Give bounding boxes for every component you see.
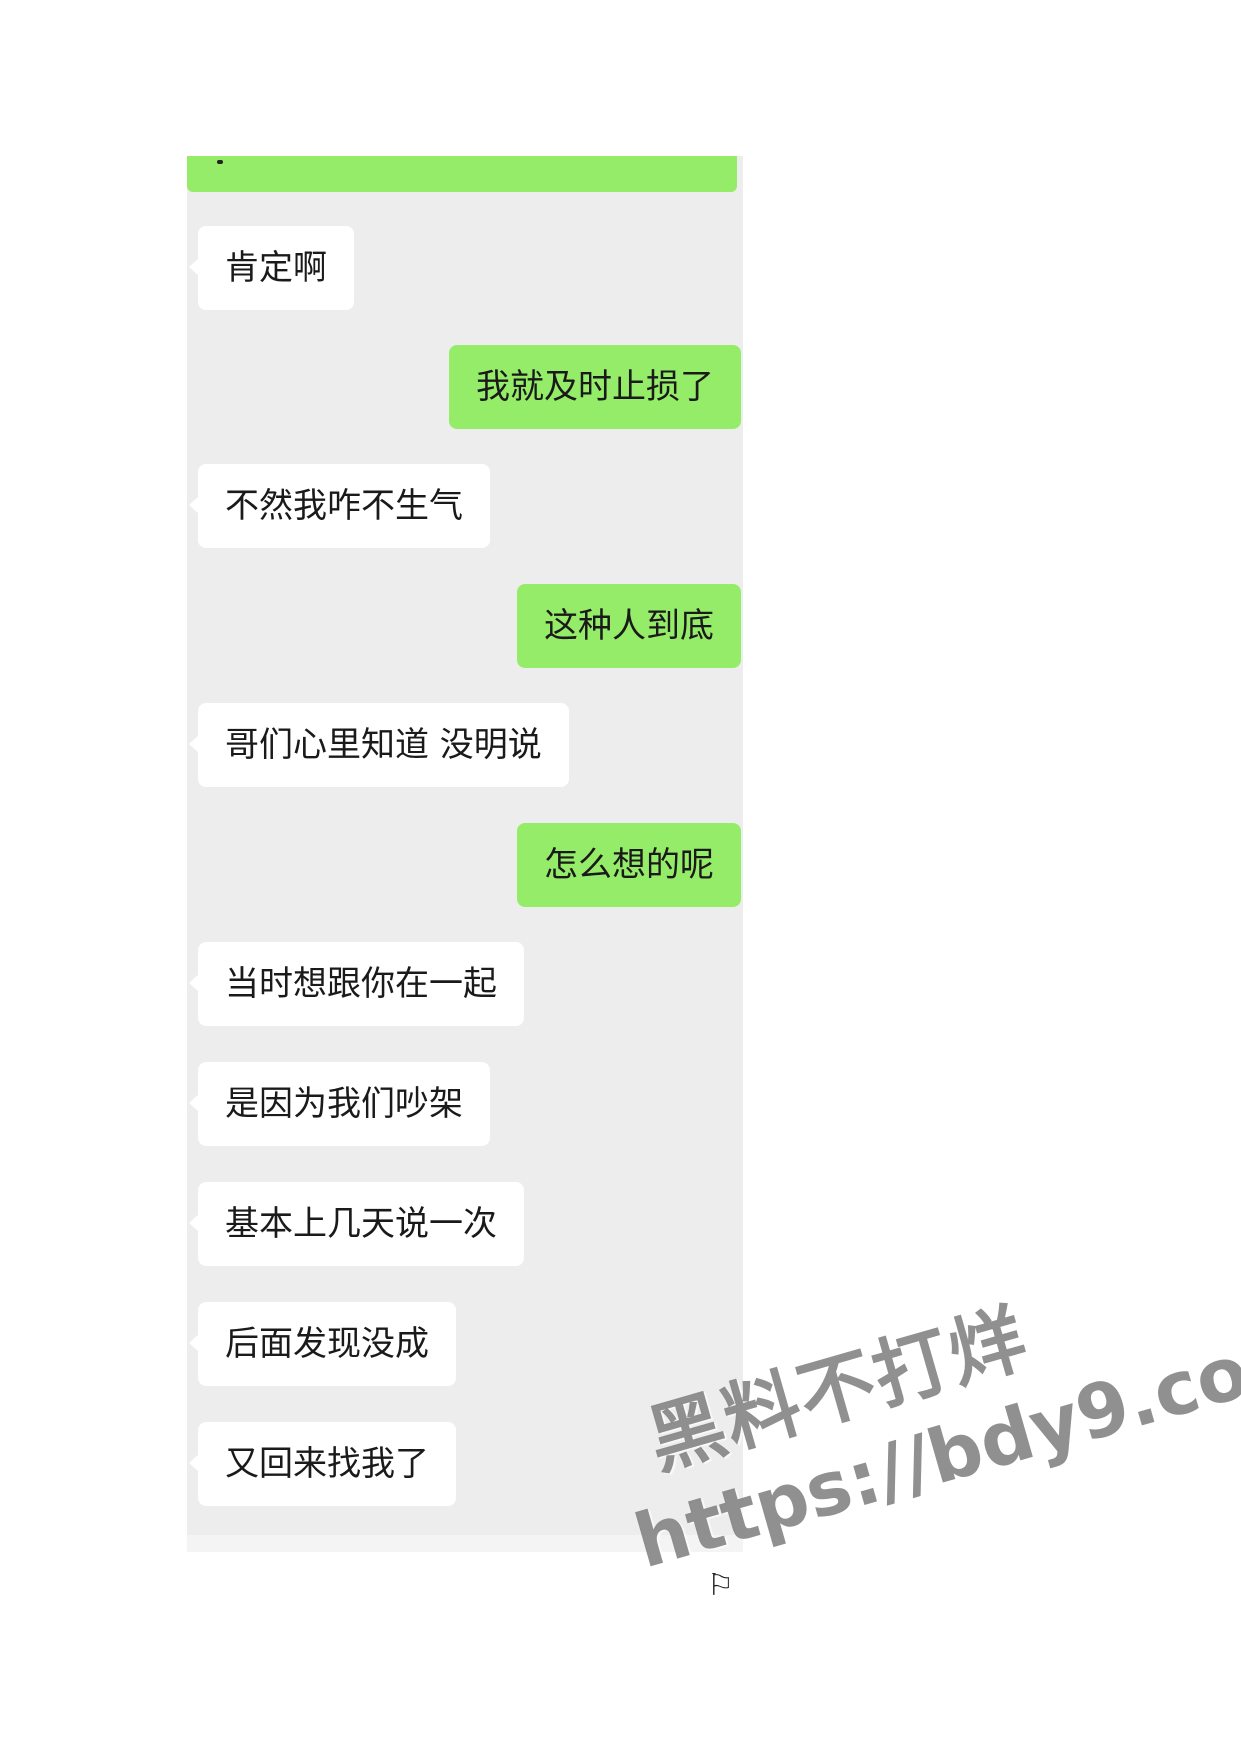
voice-icon[interactable]: ⚐	[707, 1568, 734, 1603]
message-bubble-incoming[interactable]: 基本上几天说一次	[189, 1182, 524, 1266]
message-text: 哥们心里知道 没明说	[225, 725, 542, 765]
message-text: 又回来找我了	[225, 1444, 429, 1484]
message-text: 是因为我们吵架	[225, 1084, 463, 1124]
message-text: 这种人到底	[544, 606, 714, 646]
message-text: 怎么想的呢	[544, 845, 714, 885]
message-text: 当时想跟你在一起	[225, 964, 497, 1004]
chat-panel[interactable]: 肯定啊 我就及时止损了 不然我咋不生气 这种人到底 哥们心里知道 没明说 怎么想…	[187, 156, 743, 1552]
cropped-text-fragment	[217, 160, 223, 164]
message-bubble-outgoing[interactable]: 我就及时止损了	[449, 345, 741, 429]
message-bubble-incoming[interactable]: 哥们心里知道 没明说	[189, 703, 569, 787]
message-bubble-incoming[interactable]: 当时想跟你在一起	[189, 942, 524, 1026]
input-bar-edge	[187, 1535, 743, 1552]
message-text: 我就及时止损了	[476, 367, 714, 407]
message-text: 后面发现没成	[225, 1324, 429, 1364]
message-bubble-incoming[interactable]: 后面发现没成	[189, 1302, 456, 1386]
message-bubble-incoming[interactable]: 不然我咋不生气	[189, 464, 490, 548]
message-bubble-incoming[interactable]: 肯定啊	[189, 226, 354, 310]
message-bubble-outgoing[interactable]: 这种人到底	[517, 584, 741, 668]
message-bubble-incoming[interactable]: 是因为我们吵架	[189, 1062, 490, 1146]
message-text: 基本上几天说一次	[225, 1204, 497, 1244]
message-text: 不然我咋不生气	[225, 486, 463, 526]
message-bubble-outgoing[interactable]: 怎么想的呢	[517, 823, 741, 907]
message-text: 肯定啊	[225, 248, 327, 288]
message-bubble-incoming[interactable]: 又回来找我了	[189, 1422, 456, 1506]
cropped-outgoing-bubble	[187, 156, 737, 192]
